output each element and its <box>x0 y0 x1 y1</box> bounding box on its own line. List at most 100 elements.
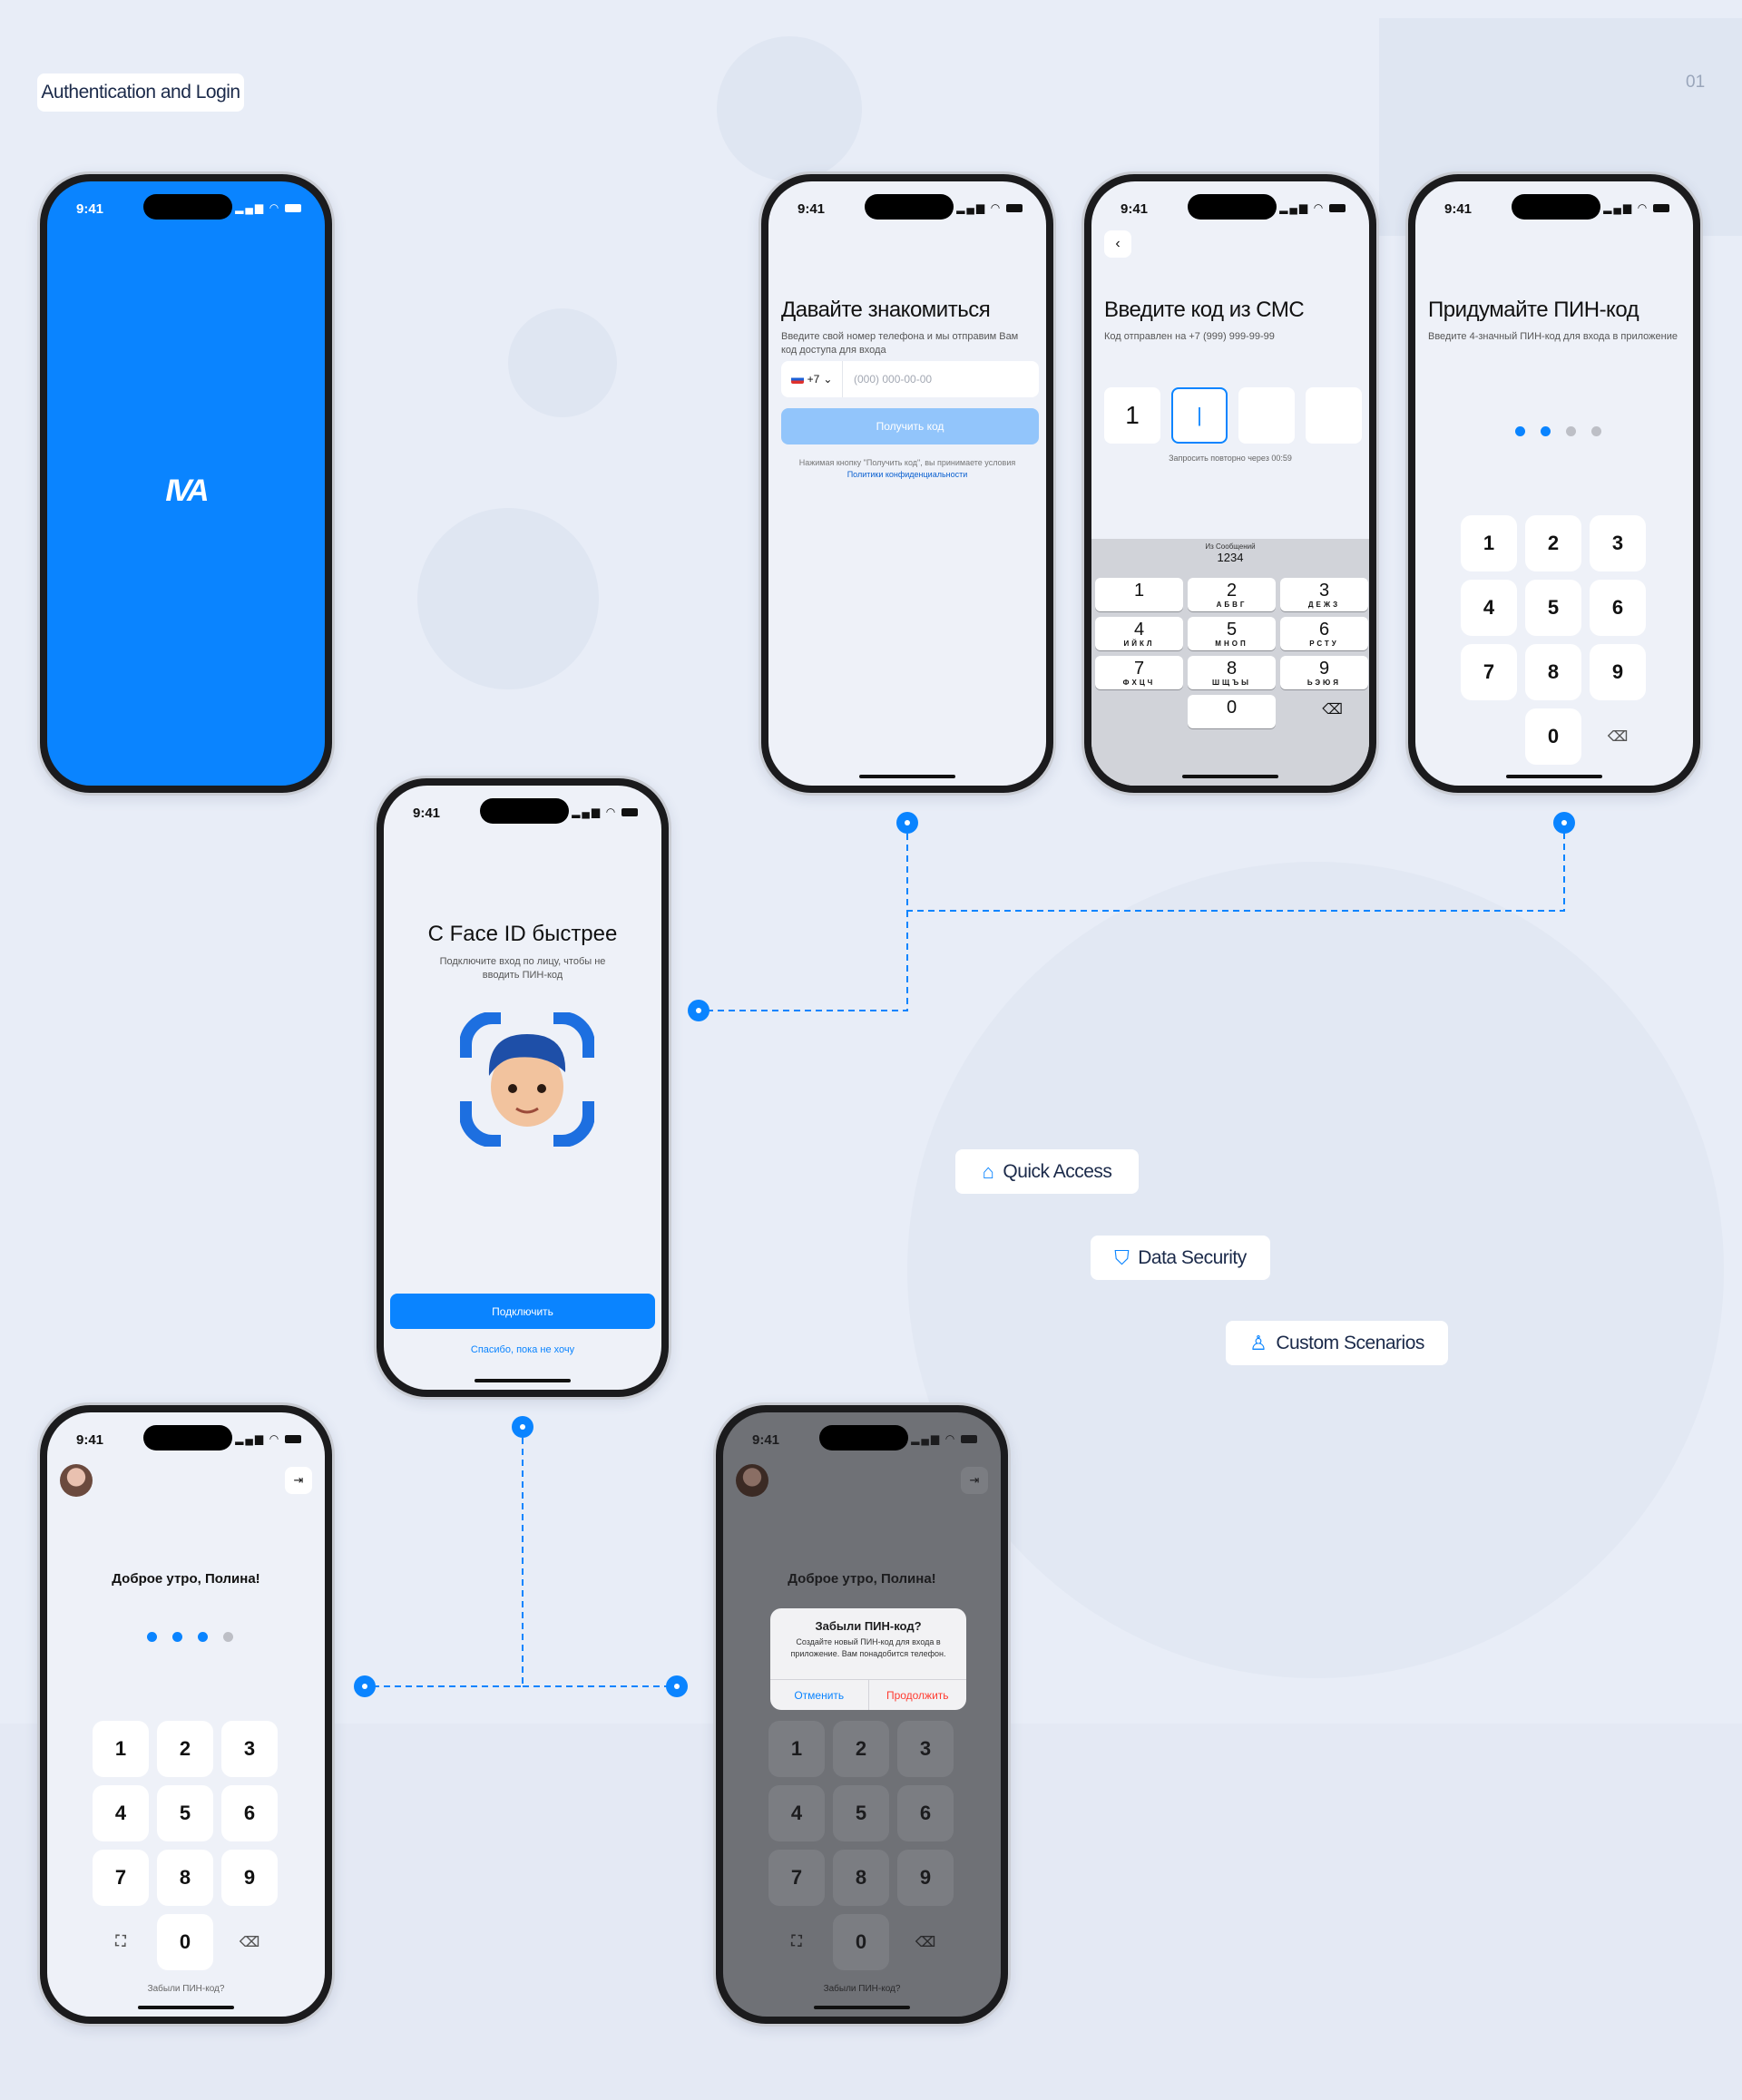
skip-link[interactable]: Спасибо, пока не хочу <box>470 1344 575 1355</box>
greeting: Доброе утро, Полина! <box>788 1571 936 1587</box>
phone-number-entry: 9:41▂▄▆ ◠ Давайте знакомиться Введите св… <box>758 171 1056 796</box>
backspace-button[interactable]: ⌫ <box>221 1914 278 1970</box>
code-digit[interactable] <box>1306 387 1362 444</box>
pin-key-1[interactable]: 1 <box>768 1721 825 1777</box>
pin-key-9[interactable]: 9 <box>1590 644 1646 700</box>
pin-key-8[interactable]: 8 <box>157 1850 213 1906</box>
country-code-select[interactable]: +7⌄ <box>781 361 843 397</box>
key-digit: 1 <box>1133 581 1145 601</box>
pin-key-3[interactable]: 3 <box>1590 515 1646 571</box>
pin-key-6[interactable]: 6 <box>1590 580 1646 636</box>
backspace-icon: ⌫ <box>1322 702 1343 718</box>
code-digit-active[interactable]: | <box>1171 387 1228 444</box>
status-icons: ▂▄▆ ◠ <box>572 806 638 818</box>
status-icons: ▂▄▆ ◠ <box>1603 201 1669 214</box>
status-icons: ▂▄▆ ◠ <box>235 201 301 214</box>
backspace-button[interactable]: ⌫ <box>1590 708 1646 765</box>
pin-key-2[interactable]: 2 <box>1525 515 1581 571</box>
bg-shape <box>417 508 599 689</box>
backspace-button[interactable]: ⌫ <box>897 1914 954 1970</box>
pin-key-0[interactable]: 0 <box>833 1914 889 1970</box>
screen-title: Давайте знакомиться <box>781 298 991 322</box>
alert-continue-button[interactable]: Продолжить <box>886 1689 949 1702</box>
logout-button[interactable]: ⇥ <box>285 1467 312 1494</box>
key-digit: 7 <box>1133 659 1145 679</box>
pin-key-1[interactable]: 1 <box>1461 515 1517 571</box>
key-digit: 9 <box>1318 659 1330 679</box>
pin-key-2[interactable]: 2 <box>833 1721 889 1777</box>
pin-key-3[interactable]: 3 <box>897 1721 954 1777</box>
status-time: 9:41 <box>1444 201 1473 217</box>
key-letters: МНОП <box>1215 640 1248 648</box>
privacy-policy-link[interactable]: Политики конфиденциальности <box>847 470 968 479</box>
pin-dot <box>1566 426 1576 436</box>
status-icons: ▂▄▆ ◠ <box>1279 201 1346 214</box>
pin-key-7[interactable]: 7 <box>1461 644 1517 700</box>
pin-key-5[interactable]: 5 <box>157 1785 213 1841</box>
pin-key-8[interactable]: 8 <box>833 1850 889 1906</box>
logout-button: ⇥ <box>961 1467 988 1494</box>
phone-splash: 9:41▂▄▆ ◠ IVA <box>37 171 335 796</box>
pin-key-2[interactable]: 2 <box>157 1721 213 1777</box>
app-logo: IVA <box>165 474 209 508</box>
face-id-button[interactable]: ⛶ <box>768 1914 825 1970</box>
phone-input[interactable]: (000) 000-00-00 <box>854 373 933 386</box>
pin-key-4[interactable]: 4 <box>768 1785 825 1841</box>
back-button[interactable]: ‹ <box>1104 230 1131 258</box>
screen-title: Введите код из СМС <box>1104 298 1305 322</box>
pin-key-7[interactable]: 7 <box>93 1850 149 1906</box>
pin-key-1[interactable]: 1 <box>93 1721 149 1777</box>
pin-dot <box>147 1632 157 1642</box>
pin-key-4[interactable]: 4 <box>1461 580 1517 636</box>
pin-key-6[interactable]: 6 <box>221 1785 278 1841</box>
shield-icon: ⛉ <box>1114 1245 1130 1269</box>
pin-key-5[interactable]: 5 <box>833 1785 889 1841</box>
feature-label: Custom Scenarios <box>1276 1332 1424 1353</box>
face-id-button[interactable]: ⛶ <box>93 1914 149 1970</box>
get-code-button[interactable]: Получить код <box>781 408 1039 444</box>
screen-subtitle: Введите свой номер телефона и мы отправи… <box>781 331 1019 356</box>
status-time: 9:41 <box>798 201 826 217</box>
connect-face-id-button[interactable]: Подключить <box>390 1294 655 1329</box>
backspace-key[interactable]: ⌫ <box>1288 693 1369 727</box>
pin-key-6[interactable]: 6 <box>897 1785 954 1841</box>
feature-quick-access: ⌂Quick Access <box>955 1149 1139 1194</box>
status-icons: ▂▄▆ ◠ <box>911 1432 977 1445</box>
pin-key-9[interactable]: 9 <box>897 1850 954 1906</box>
code-digit[interactable] <box>1238 387 1295 444</box>
alert-cancel-button[interactable]: Отменить <box>770 1680 869 1710</box>
keyboard-key-1[interactable]: 1 <box>1095 578 1183 611</box>
pin-key-3[interactable]: 3 <box>221 1721 278 1777</box>
keyboard-key-0[interactable]: 0 <box>1188 695 1276 728</box>
phone-input-row[interactable]: +7⌄ (000) 000-00-00 <box>781 361 1039 397</box>
forgot-pin-link[interactable]: Забыли ПИН-код? <box>147 1984 225 1994</box>
pin-key-0[interactable]: 0 <box>157 1914 213 1970</box>
pin-key-4[interactable]: 4 <box>93 1785 149 1841</box>
section-tag-label: Authentication and Login <box>41 82 240 103</box>
pin-key-0[interactable]: 0 <box>1525 708 1581 765</box>
pin-dot <box>172 1632 182 1642</box>
key-digit: 5 <box>1226 620 1238 640</box>
pin-key-7[interactable]: 7 <box>768 1850 825 1906</box>
backspace-icon: ⌫ <box>915 1935 936 1950</box>
terms-label: Нажимая кнопку "Получить код", вы приним… <box>798 458 1016 467</box>
screen-title: С Face ID быстрее <box>427 922 618 946</box>
alert-title: Забыли ПИН-код? <box>815 1619 922 1633</box>
code-digit[interactable]: 1 <box>1104 387 1160 444</box>
pin-key-9[interactable]: 9 <box>221 1850 278 1906</box>
pin-key-5[interactable]: 5 <box>1525 580 1581 636</box>
avatar[interactable] <box>60 1464 93 1497</box>
key-digit: 4 <box>1133 620 1145 640</box>
pin-key-8[interactable]: 8 <box>1525 644 1581 700</box>
status-time: 9:41 <box>752 1432 780 1448</box>
face-id-icon: ⛶ <box>791 1934 802 1949</box>
